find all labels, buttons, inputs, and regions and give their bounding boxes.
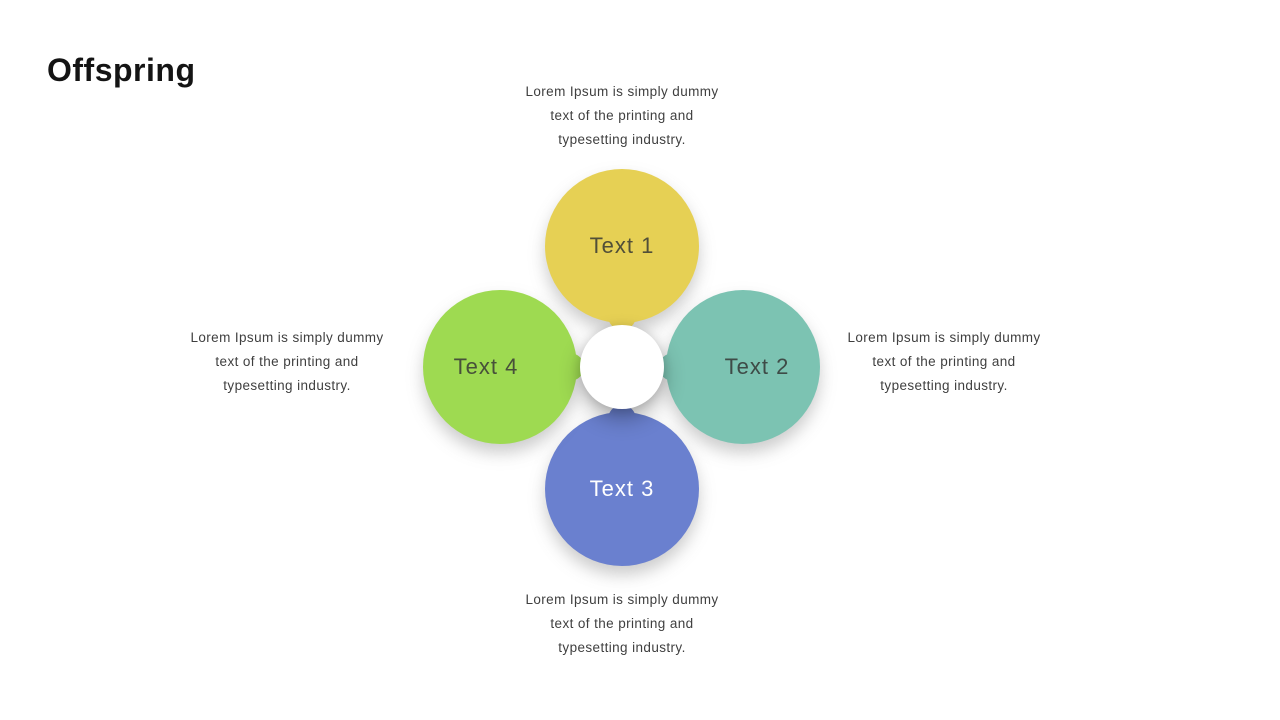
petal-text-2: Text 2: [659, 290, 820, 444]
caption-right: Lorem Ipsum is simply dummy text of the …: [812, 326, 1076, 398]
caption-line: Lorem Ipsum is simply dummy: [847, 330, 1041, 345]
center-hub-circle: [580, 325, 664, 409]
petal-text-3: Text 3: [545, 405, 699, 566]
caption-top: Lorem Ipsum is simply dummy text of the …: [490, 80, 754, 152]
petal-tail-icon: [608, 405, 636, 433]
caption-line: typesetting industry.: [558, 132, 686, 147]
caption-line: text of the printing and: [872, 354, 1016, 369]
caption-line: Lorem Ipsum is simply dummy: [525, 592, 719, 607]
petal-tail-icon: [556, 353, 584, 381]
caption-line: Lorem Ipsum is simply dummy: [525, 84, 719, 99]
caption-line: typesetting industry.: [880, 378, 1008, 393]
caption-line: typesetting industry.: [558, 640, 686, 655]
petal-text-1: Text 1: [545, 169, 699, 330]
slide-title: Offspring: [47, 52, 196, 88]
petal-label: Text 1: [589, 233, 655, 258]
caption-bottom: Lorem Ipsum is simply dummy text of the …: [490, 588, 754, 660]
caption-line: typesetting industry.: [223, 378, 351, 393]
caption-line: text of the printing and: [550, 108, 694, 123]
petal-label: Text 3: [589, 476, 655, 501]
petal-label: Text 4: [453, 354, 519, 379]
caption-line: text of the printing and: [550, 616, 694, 631]
petal-text-4: Text 4: [423, 290, 584, 444]
caption-left: Lorem Ipsum is simply dummy text of the …: [155, 326, 419, 398]
caption-line: Lorem Ipsum is simply dummy: [190, 330, 384, 345]
petal-label: Text 2: [724, 354, 790, 379]
caption-line: text of the printing and: [215, 354, 359, 369]
